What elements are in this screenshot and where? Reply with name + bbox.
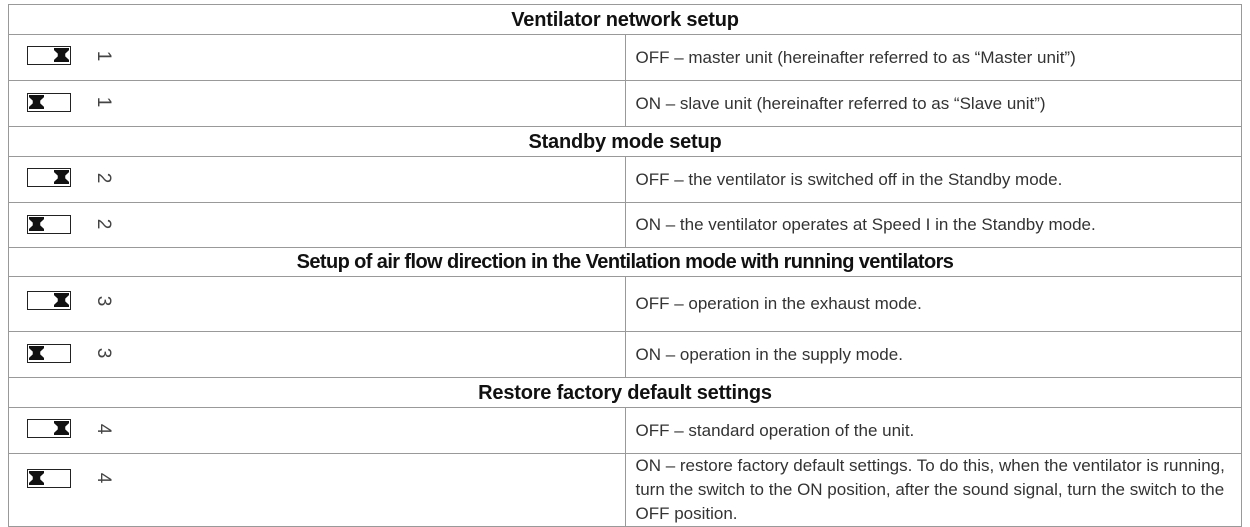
- dip-switch-off-icon: [27, 168, 71, 187]
- switch-cell: 3: [8, 276, 626, 332]
- setting-row: 3 OFF – operation in the exhaust mode.: [8, 276, 1242, 332]
- dip-switch-off-icon: [27, 419, 71, 438]
- switch-knob: [54, 170, 69, 184]
- section-title: Ventilator network setup: [8, 4, 1242, 35]
- setting-row: 1 OFF – master unit (hereinafter referre…: [8, 34, 1242, 81]
- switch-number: 2: [93, 172, 114, 184]
- section-header-row: Setup of air flow direction in the Venti…: [8, 247, 1242, 277]
- switch-knob: [29, 471, 44, 485]
- section-title-text: Ventilator network setup: [511, 8, 739, 31]
- section-header-row: Ventilator network setup: [8, 4, 1242, 35]
- setting-description: OFF – operation in the exhaust mode.: [624, 276, 1242, 332]
- setting-row: 1 ON – slave unit (hereinafter referred …: [8, 80, 1242, 127]
- setting-row: 2 ON – the ventilator operates at Speed …: [8, 202, 1242, 248]
- setting-row: 3 ON – operation in the supply mode.: [8, 331, 1242, 378]
- setting-row: 4 ON – restore factory default settings.…: [8, 453, 1242, 527]
- switch-knob: [54, 48, 69, 62]
- setting-description: ON – operation in the supply mode.: [624, 331, 1242, 378]
- switch-number: 2: [93, 218, 114, 230]
- dip-switch-off-icon: [27, 291, 71, 310]
- setting-row: 4 OFF – standard operation of the unit.: [8, 407, 1242, 454]
- switch-cell: 4: [8, 407, 626, 454]
- dip-switch-settings-table: Ventilator network setup 1 OFF – master …: [8, 4, 1242, 527]
- section-title: Standby mode setup: [8, 126, 1242, 157]
- section-title-text: Setup of air flow direction in the Venti…: [296, 251, 954, 273]
- setting-description: OFF – standard operation of the unit.: [624, 407, 1242, 454]
- switch-knob: [29, 95, 44, 109]
- dip-switch-on-icon: [27, 469, 71, 488]
- switch-number: 4: [93, 423, 114, 435]
- setting-description: ON – the ventilator operates at Speed I …: [624, 202, 1242, 248]
- setting-description: ON – restore factory default settings. T…: [624, 453, 1242, 527]
- switch-cell: 3: [8, 331, 626, 378]
- dip-switch-off-icon: [27, 46, 71, 65]
- switch-cell: 1: [8, 34, 626, 81]
- switch-knob: [54, 293, 69, 307]
- section-title: Setup of air flow direction in the Venti…: [8, 247, 1242, 277]
- dip-switch-on-icon: [27, 344, 71, 363]
- switch-number: 1: [93, 50, 114, 62]
- switch-knob: [29, 217, 44, 231]
- setting-description: OFF – master unit (hereinafter referred …: [624, 34, 1242, 81]
- dip-switch-on-icon: [27, 93, 71, 112]
- switch-cell: 2: [8, 156, 626, 203]
- section-title-text: Restore factory default settings: [478, 381, 772, 404]
- setting-description: OFF – the ventilator is switched off in …: [624, 156, 1242, 203]
- dip-switch-on-icon: [27, 215, 71, 234]
- switch-number: 3: [93, 295, 114, 307]
- section-title: Restore factory default settings: [8, 377, 1242, 408]
- switch-number: 4: [93, 472, 114, 484]
- switch-number: 1: [93, 96, 114, 108]
- setting-description: ON – slave unit (hereinafter referred to…: [624, 80, 1242, 127]
- switch-cell: 4: [8, 453, 626, 527]
- section-title-text: Standby mode setup: [528, 130, 722, 153]
- section-header-row: Standby mode setup: [8, 126, 1242, 157]
- setting-row: 2 OFF – the ventilator is switched off i…: [8, 156, 1242, 203]
- switch-cell: 2: [8, 202, 626, 248]
- switch-cell: 1: [8, 80, 626, 127]
- switch-knob: [54, 421, 69, 435]
- section-header-row: Restore factory default settings: [8, 377, 1242, 408]
- switch-number: 3: [93, 347, 114, 359]
- switch-knob: [29, 346, 44, 360]
